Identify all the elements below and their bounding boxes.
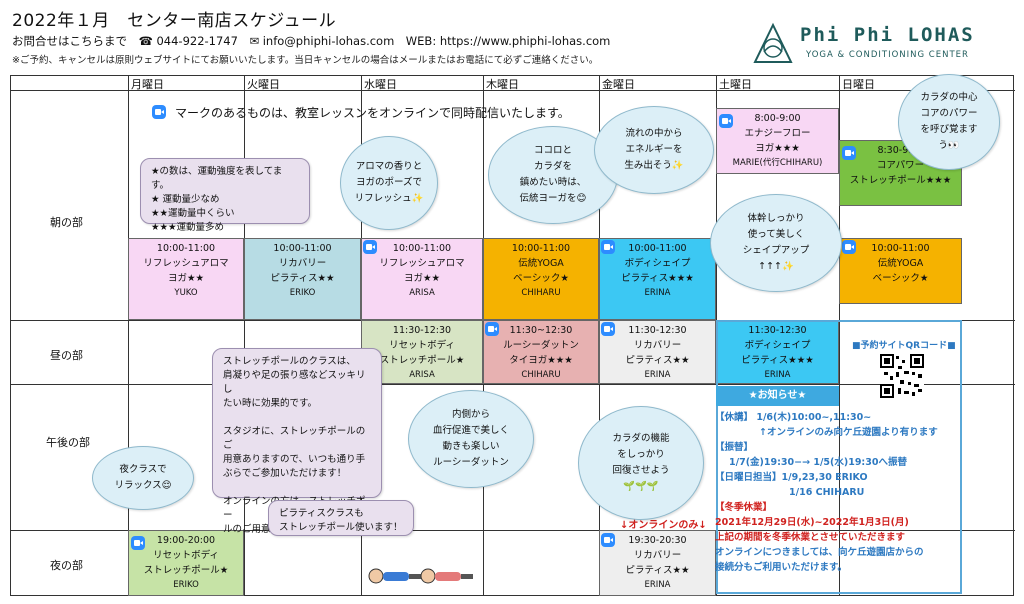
zoom-icon — [719, 114, 733, 128]
zoom-icon — [842, 240, 856, 254]
day-header-fri: 金曜日 — [602, 78, 635, 91]
bubble-aroma: アロマの香りと ヨガのポーズで リフレッシュ✨ — [340, 136, 438, 230]
contact-info: お問合せはこちらまで ☎ 044-922-1747 ✉ info@phiphi-… — [12, 34, 611, 48]
stretch-pole-info: ストレッチポールのクラスは、 肩凝りや足の張り感などスッキリし たい時に効果的で… — [212, 348, 382, 535]
bubble-recovery: カラダの機能 をしっかり 回復させよう 🌱🌱🌱 — [578, 406, 704, 520]
bubble-ruesi-datton: 内側から 血行促進で美しく 動きも楽しい ルーシーダットン — [408, 390, 534, 488]
pilates-pole-note: ピラティスクラスも ストレッチポール使います！ — [268, 500, 414, 536]
page-title: 2022年１月 センター南店スケジュール — [12, 11, 337, 31]
zoom-icon — [842, 146, 856, 160]
booking-note: ※ご予約、キャンセルは原則ウェブサイトにてお願いいたします。当日キャンセルの場合… — [12, 55, 599, 66]
row-label-noon: 昼の部 — [50, 349, 83, 362]
bubble-energy-flow: 流れの中から エネルギーを 生み出そう✨ — [594, 106, 714, 194]
zoom-icon — [131, 536, 145, 550]
logo-subtitle: YOGA & CONDITIONING CENTER — [806, 50, 969, 60]
zoom-icon — [485, 322, 499, 336]
zoom-icon — [363, 240, 377, 254]
logo-name: Phi Phi LOHAS — [800, 24, 975, 46]
row-label-morning: 朝の部 — [50, 216, 83, 229]
online-only-label: ↓オンラインのみ↓ — [620, 520, 707, 531]
notice-text: 【休講】 1/6(木)10:00~,11:30~ ↑オンラインのみ向ケ丘遊園より… — [715, 412, 938, 573]
lotus-logo-icon — [753, 22, 793, 63]
zoom-icon — [601, 533, 615, 547]
notice-title: ★お知らせ★ — [716, 386, 839, 406]
online-notice: マークのあるものは、教室レッスンをオンラインで同時配信いたします。 — [175, 106, 570, 120]
zoom-icon — [152, 105, 166, 119]
day-header-sun: 日曜日 — [842, 78, 875, 91]
row-label-afternoon: 午後の部 — [46, 436, 90, 449]
day-header-sat: 土曜日 — [719, 78, 752, 91]
bubble-core-power: カラダの中心 コアのパワー を呼び覚ます う👀 — [898, 74, 1000, 170]
zoom-icon — [601, 240, 615, 254]
qr-label: ■予約サイトQRコード■ — [852, 341, 956, 351]
day-header-mon: 月曜日 — [131, 78, 164, 91]
zoom-icon — [601, 322, 615, 336]
bubble-night-class: 夜クラスで リラックス😌 — [92, 446, 194, 510]
day-header-thu: 木曜日 — [486, 78, 519, 91]
bubble-body-shape: 体幹しっかり 使って美しく シェイプアップ ↑↑↑✨ — [710, 194, 842, 292]
qr-code-icon[interactable] — [880, 354, 924, 398]
intensity-legend: ★の数は、運動強度を表してます。 ★ 運動量少なめ ★★運動量中くらい ★★★運… — [140, 158, 310, 233]
stretch-pole-people-icon — [368, 568, 473, 584]
notice-panel — [716, 320, 962, 594]
day-header-tue: 火曜日 — [247, 78, 280, 91]
row-label-evening: 夜の部 — [50, 559, 83, 572]
day-header-wed: 水曜日 — [364, 78, 397, 91]
